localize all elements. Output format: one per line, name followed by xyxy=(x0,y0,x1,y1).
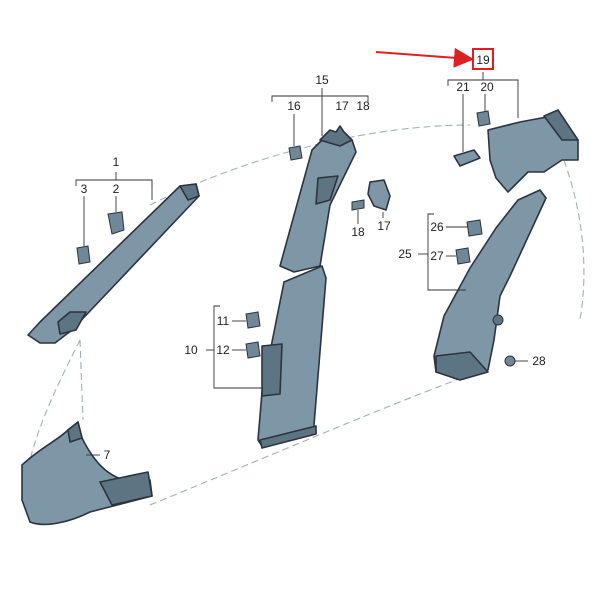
clip-27 xyxy=(455,247,471,265)
callout-27: 27 xyxy=(430,249,444,263)
cap-21 xyxy=(453,149,481,167)
callout-3: 3 xyxy=(81,182,88,196)
callout-2: 2 xyxy=(113,182,120,196)
c-pillar-upper-trim xyxy=(487,109,579,193)
callout-12: 12 xyxy=(216,343,230,357)
clip-2 xyxy=(107,211,125,235)
callout-18-upper: 18 xyxy=(356,99,370,113)
callout-15: 15 xyxy=(315,73,329,87)
clip-16 xyxy=(288,145,303,161)
callout-25: 25 xyxy=(398,247,412,261)
callout-7: 7 xyxy=(104,448,111,462)
c-pillar-lower-trim xyxy=(433,189,547,381)
callout-11: 11 xyxy=(217,314,230,328)
clip-11 xyxy=(245,311,261,329)
callout-17-lower: 17 xyxy=(377,219,391,233)
clip-28 xyxy=(504,355,516,367)
callout-10: 10 xyxy=(184,343,198,357)
callout-26: 26 xyxy=(430,220,444,234)
red-arrow xyxy=(375,47,474,68)
callout-19: 19 xyxy=(476,53,490,67)
callout-labels: 1 2 3 7 15 16 17 18 17 18 10 11 12 19 20… xyxy=(81,53,546,462)
b-pillar-upper-trim xyxy=(279,125,357,273)
callout-20: 20 xyxy=(480,80,494,94)
callout-28: 28 xyxy=(532,354,546,368)
sill-kick-panel xyxy=(21,421,153,526)
callout-21: 21 xyxy=(456,80,470,94)
clip-3 xyxy=(76,245,91,265)
a-pillar-trim xyxy=(27,183,200,344)
bracket-17-18 xyxy=(351,179,391,211)
callout-16: 16 xyxy=(287,99,301,113)
clip-20 xyxy=(476,110,491,127)
leader-lines xyxy=(75,72,528,456)
callout-1: 1 xyxy=(113,155,120,169)
callout-17-upper: 17 xyxy=(335,99,349,113)
clip-12 xyxy=(245,341,261,359)
b-pillar-lower-trim xyxy=(257,265,327,449)
callout-18-lower: 18 xyxy=(351,225,365,239)
clip-26 xyxy=(466,219,483,237)
